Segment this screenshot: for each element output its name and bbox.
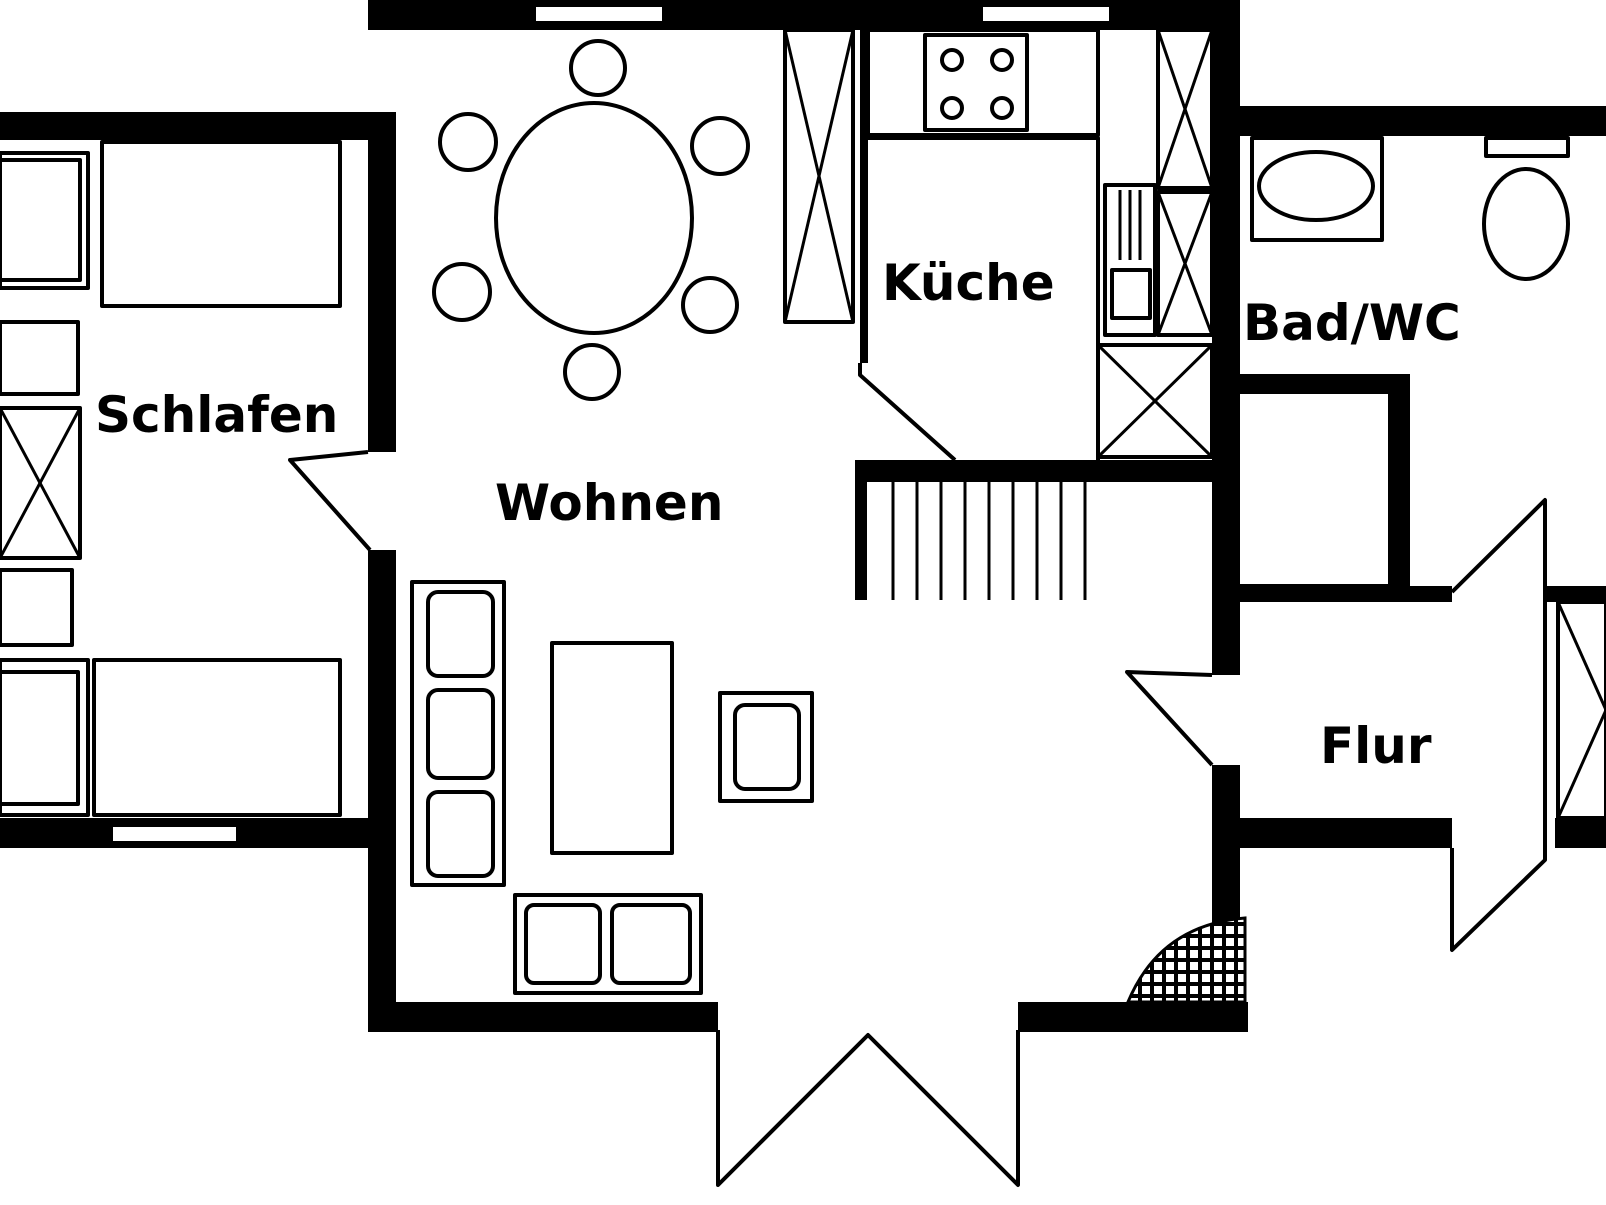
- walls: [0, 0, 1606, 1032]
- doors: [288, 363, 1547, 1187]
- bathroom-furniture: [1230, 136, 1606, 820]
- room-label-schlafen: Schlafen: [95, 386, 338, 444]
- stairs: [891, 482, 1087, 600]
- room-label-kueche: Küche: [882, 254, 1055, 312]
- room-label-flur: Flur: [1320, 717, 1432, 775]
- room-label-wohnen: Wohnen: [495, 474, 723, 532]
- room-label-bad-wc: Bad/WC: [1243, 294, 1461, 352]
- bedroom-furniture: [0, 140, 342, 817]
- living-furniture: [410, 28, 1247, 1004]
- kitchen-furniture: [866, 28, 1214, 460]
- windows: [111, 5, 1111, 843]
